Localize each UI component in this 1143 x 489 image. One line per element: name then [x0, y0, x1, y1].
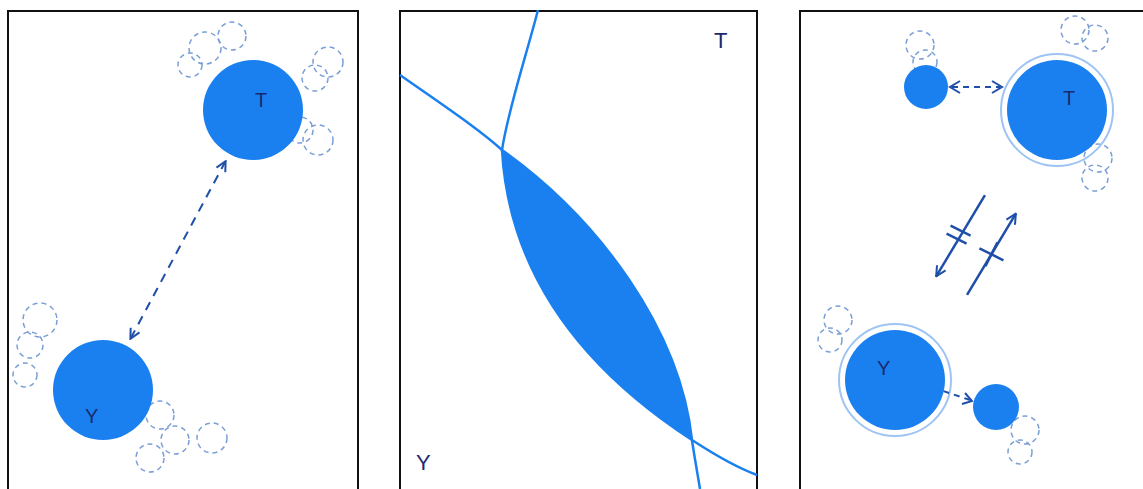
blue-circle: Y — [53, 340, 153, 440]
crossed-arrow — [967, 214, 1016, 295]
panel-letter: Y — [416, 452, 431, 474]
crossed-arrow — [936, 195, 985, 276]
circle-letter: Y — [85, 406, 98, 426]
panel-letter: T — [714, 30, 727, 52]
circle-letter: T — [1063, 88, 1075, 108]
blue-circle: Y — [845, 330, 945, 430]
circle-letter: T — [255, 90, 267, 110]
blue-circle: T — [203, 60, 303, 160]
cross-mark — [947, 226, 971, 244]
circle-letter: Y — [877, 358, 890, 378]
cross-mark — [979, 242, 1003, 266]
blue-circle: T — [1007, 60, 1107, 160]
dashed-arrow — [130, 161, 225, 339]
